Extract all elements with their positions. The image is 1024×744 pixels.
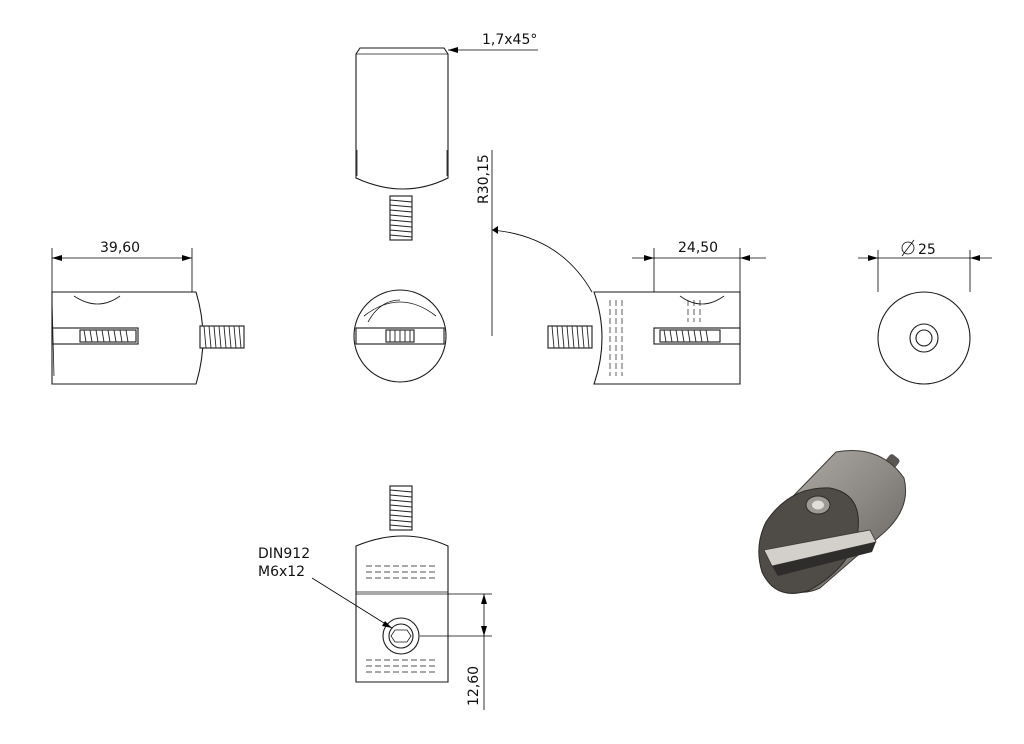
diameter-label: 25	[918, 242, 936, 258]
left-screw-thread	[199, 325, 245, 349]
length-left-label: 39,60	[100, 240, 140, 256]
callout-din: DIN912	[258, 546, 310, 562]
callout-size: M6x12	[258, 564, 305, 580]
height-label: 12,60	[466, 666, 482, 706]
isometric-render	[758, 449, 907, 594]
bottom-screw-thread	[389, 485, 413, 531]
length-right-label: 24,50	[678, 240, 718, 256]
chamfer-label: 1,7x45°	[482, 32, 537, 48]
bottom-view: DIN912 M6x12 12,60	[258, 485, 492, 710]
top-view: 1,7x45°	[355, 32, 538, 241]
radius-label: R30,15	[476, 154, 492, 204]
end-view: 25	[858, 239, 992, 385]
left-view: 39,60	[51, 240, 245, 385]
diameter-symbol	[901, 239, 915, 257]
right-screw-thread	[547, 325, 593, 349]
iso-bolt-head	[812, 500, 824, 510]
right-view: 24,50	[547, 240, 766, 385]
radius-dimension: R30,15	[476, 150, 593, 336]
iso-slot-shadow	[772, 542, 876, 576]
front-view	[353, 289, 447, 383]
top-screw-thread	[389, 195, 413, 241]
